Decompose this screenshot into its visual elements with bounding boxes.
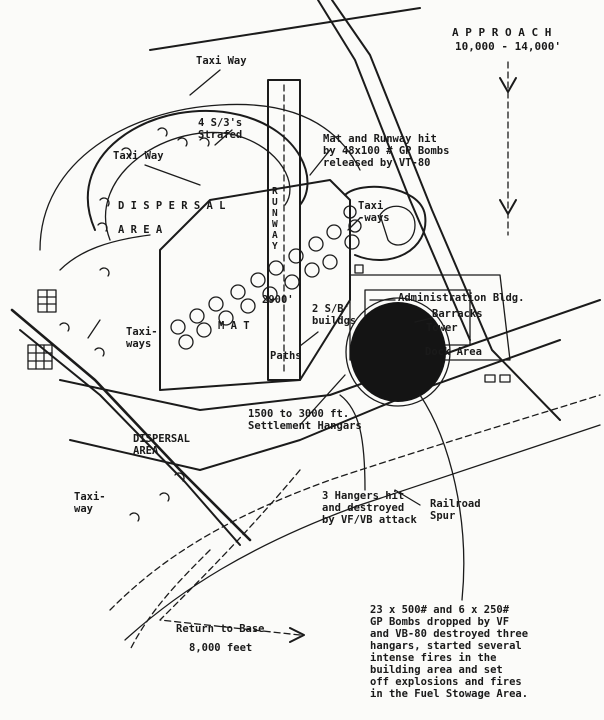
crater — [178, 334, 194, 350]
taxiway-upper-curve — [39, 103, 361, 251]
leader-railroad — [394, 489, 421, 506]
revetment — [59, 322, 70, 332]
return-route-left — [129, 549, 211, 651]
leader-taxiways-left — [87, 319, 101, 339]
dispersal-loop-outer — [87, 109, 309, 231]
crater — [262, 286, 278, 302]
tower-label: Tower — [426, 322, 458, 334]
administration-label: Administration Bldg. — [398, 292, 525, 304]
mat-runway-hit-label: Mat and Runway hit by 48x100 # GP Bombs … — [323, 133, 450, 169]
revetment — [199, 137, 210, 147]
return-route — [159, 469, 301, 636]
shore-curve-bottom-2 — [124, 424, 601, 641]
crater — [196, 322, 212, 338]
return-arrow-head — [289, 627, 305, 643]
taxi-way-bottom-label: Taxi- way — [74, 491, 106, 515]
taxiway-right-inner — [379, 205, 416, 246]
approach-title: A P P R O A C H — [452, 26, 552, 39]
crater — [250, 272, 266, 288]
taxiway-left-branch — [59, 234, 151, 271]
diagonal-road-north-left — [317, 0, 471, 341]
settlement-label: 1500 to 3000 ft. Settlement Hangars — [248, 408, 362, 432]
road-west-parallel — [19, 329, 241, 546]
dispersal-loop-inner — [104, 131, 291, 241]
mat-outline — [159, 179, 351, 391]
crater — [189, 308, 205, 324]
leader-taxiway-top — [189, 69, 221, 96]
crater — [348, 219, 362, 233]
crater — [344, 234, 360, 250]
revetment — [177, 137, 188, 147]
crater — [240, 298, 256, 314]
bomb-blast-scribble — [350, 302, 446, 402]
shore-curve-bottom — [109, 394, 601, 611]
railroad-label: Railroad Spur — [430, 498, 481, 522]
crater — [208, 296, 224, 312]
dock-area-label: Dock Area — [425, 346, 482, 358]
leader-settlement — [299, 374, 346, 426]
dispersal-area-upper-label: D I S P E R S A L A R E A — [118, 200, 226, 236]
revetment — [129, 512, 140, 522]
revetment — [99, 197, 110, 207]
crater — [343, 205, 357, 219]
revetment — [94, 347, 105, 357]
crater — [218, 310, 234, 326]
revetment — [159, 492, 170, 502]
small-buildings-right — [354, 264, 511, 383]
leader-summary — [419, 394, 465, 601]
mat-label: M A T — [218, 320, 250, 332]
revetment — [97, 222, 108, 232]
leader-barracks — [414, 317, 433, 323]
paths-label: Paths — [270, 350, 302, 362]
barracks-label: Barracks — [432, 308, 483, 320]
taxi-way-top-label: Taxi Way — [196, 55, 247, 67]
return-altitude-label: 8,000 feet — [189, 642, 253, 654]
revetment — [174, 472, 185, 482]
taxiway-right-loop — [344, 185, 427, 261]
runway-label: R U N W A Y — [272, 186, 278, 252]
approach-arrow-head-1 — [499, 77, 517, 93]
crater — [322, 254, 338, 270]
coast-line-upper — [59, 299, 601, 411]
dispersal-area-lower-label: DISPERSAL AREA — [133, 433, 190, 457]
crater — [304, 262, 320, 278]
crater — [268, 260, 284, 276]
leader-taxiways-right — [347, 217, 361, 231]
taxi-way-left-label: Taxi Way — [113, 150, 164, 162]
feet-2900-label: 2900' — [262, 294, 294, 306]
crater — [170, 319, 186, 335]
two-buildings-label: 2 S/B' buildgs — [312, 303, 357, 327]
taxiways-right-label: Taxi -ways — [358, 200, 390, 224]
hangars-hit-label: 3 Hangers hit and destroyed by VF/VB att… — [322, 490, 417, 526]
approach-altitude: 10,000 - 14,000' — [455, 40, 561, 53]
revetment — [121, 147, 132, 157]
leader-taxiway-left — [144, 164, 201, 186]
diagonal-road-upper — [149, 7, 421, 51]
leader-mat-runway — [309, 149, 331, 176]
crater — [326, 224, 342, 240]
bomb-craters — [170, 205, 362, 350]
revetments — [59, 127, 210, 522]
taxiways-left-label: Taxi- ways — [126, 326, 158, 350]
diagonal-road-north-right — [331, 0, 561, 421]
leader-hangars — [339, 394, 366, 491]
crater — [308, 236, 324, 252]
grid-block-left — [27, 289, 57, 370]
bomb-blast-ring — [345, 297, 451, 407]
return-label: Return to Base — [176, 623, 265, 635]
crater — [230, 284, 246, 300]
road-west-long — [10, 308, 252, 542]
leader-strafed — [214, 129, 233, 146]
approach-arrow-head-2 — [499, 199, 517, 215]
crater — [284, 274, 300, 290]
strafed-label: 4 S/3's Strafed — [198, 117, 243, 141]
revetment — [99, 267, 110, 277]
summary-label: 23 x 500# and 6 x 250# GP Bombs dropped … — [370, 604, 529, 700]
crater — [288, 248, 304, 264]
leader-paths — [299, 331, 319, 347]
revetment — [157, 127, 168, 137]
coast-line-lower — [69, 339, 561, 471]
